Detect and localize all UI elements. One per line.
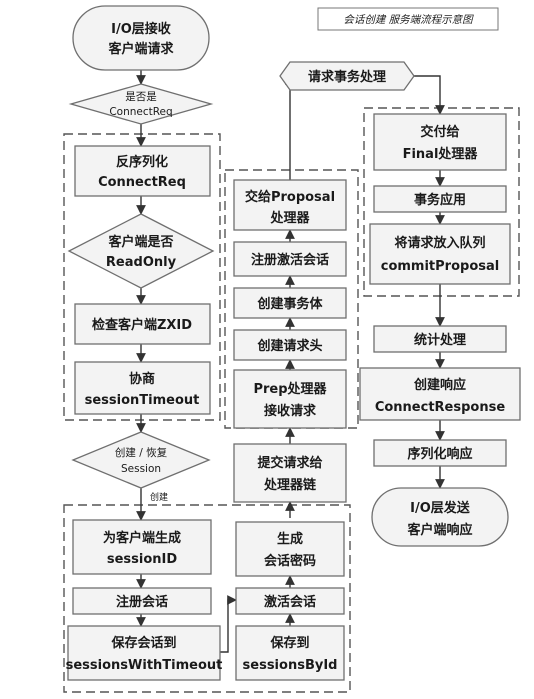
node-gen-session-id: 为客户端生成 sessionID (72, 519, 212, 575)
node-register-activate: 注册激活会话 (233, 241, 347, 277)
node-gen-password: 生成 会话密码 (235, 521, 345, 577)
node-register-session: 注册会话 (72, 587, 212, 615)
svg-text:交给Proposal: 交给Proposal (245, 189, 335, 205)
svg-text:客户端响应: 客户端响应 (407, 522, 472, 538)
node-end: I/O层发送 客户端响应 (371, 487, 509, 547)
node-readonly-decision: 客户端是否 ReadOnly (67, 213, 215, 289)
svg-text:ConnectReq: ConnectReq (98, 175, 186, 190)
svg-text:客户端请求: 客户端请求 (108, 41, 174, 57)
svg-text:I/O层接收: I/O层接收 (111, 21, 172, 37)
svg-text:sessionID: sessionID (107, 552, 178, 567)
svg-text:注册激活会话: 注册激活会话 (251, 252, 329, 268)
svg-text:检查客户端ZXID: 检查客户端ZXID (92, 317, 192, 333)
node-prep-processor: Prep处理器 接收请求 (233, 369, 347, 429)
svg-text:I/O层发送: I/O层发送 (410, 500, 471, 516)
node-create-response: 创建响应 ConnectResponse (359, 367, 521, 421)
node-serialize-response: 序列化响应 (373, 439, 507, 467)
node-queue-commit: 将请求放入队列 commitProposal (369, 223, 511, 285)
svg-text:将请求放入队列: 将请求放入队列 (394, 235, 485, 251)
svg-text:为客户端生成: 为客户端生成 (103, 530, 181, 546)
node-check-zxid: 检查客户端ZXID (74, 303, 211, 345)
svg-text:sessionTimeout: sessionTimeout (85, 393, 200, 408)
svg-text:创建事务体: 创建事务体 (256, 296, 323, 312)
svg-text:commitProposal: commitProposal (381, 259, 499, 274)
group-processor-chain (224, 169, 359, 429)
svg-text:交付给: 交付给 (420, 124, 459, 140)
node-negotiate-timeout: 协商 sessionTimeout (74, 361, 211, 415)
group-session-creation (63, 504, 351, 693)
svg-text:sessionsById: sessionsById (243, 658, 338, 673)
edge-label-create: 创建 (150, 491, 168, 503)
edges (136, 70, 445, 653)
node-is-connect-decision: 是否是 ConnectReq (68, 83, 214, 125)
svg-text:处理器: 处理器 (269, 210, 310, 226)
group-connect-handling (63, 133, 221, 421)
svg-text:激活会话: 激活会话 (264, 594, 316, 610)
svg-text:提交请求给: 提交请求给 (257, 455, 322, 471)
svg-text:请求事务处理: 请求事务处理 (308, 69, 386, 85)
svg-text:Session: Session (121, 463, 161, 475)
svg-text:ConnectReq: ConnectReq (109, 106, 172, 118)
svg-text:保存会话到: 保存会话到 (110, 635, 176, 651)
svg-text:sessionsWithTimeout: sessionsWithTimeout (66, 658, 223, 673)
node-to-proposal: 交给Proposal 处理器 (233, 179, 347, 231)
svg-text:统计处理: 统计处理 (414, 332, 466, 348)
svg-text:事务应用: 事务应用 (414, 192, 466, 208)
node-stats: 统计处理 (373, 325, 507, 353)
svg-text:序列化响应: 序列化响应 (407, 446, 472, 462)
svg-text:创建请求头: 创建请求头 (256, 338, 322, 354)
svg-text:Prep处理器: Prep处理器 (253, 381, 327, 397)
node-start: I/O层接收 客户端请求 (72, 5, 210, 71)
svg-text:反序列化: 反序列化 (116, 154, 168, 170)
svg-text:接收请求: 接收请求 (264, 403, 317, 419)
node-session-decision: 创建 / 恢复 Session (71, 431, 211, 489)
node-txn-apply: 事务应用 (373, 185, 507, 213)
node-to-final: 交付给 Final处理器 (373, 113, 507, 171)
node-create-header: 创建请求头 (233, 329, 347, 361)
node-submit-chain: 提交请求给 处理器链 (233, 443, 347, 503)
svg-text:处理器链: 处理器链 (263, 477, 317, 493)
diagram-title: 会话创建 服务端流程示意图 (317, 7, 499, 31)
svg-text:创建 / 恢复: 创建 / 恢复 (115, 446, 168, 459)
svg-text:保存到: 保存到 (269, 635, 309, 651)
svg-text:Final处理器: Final处理器 (403, 146, 479, 162)
svg-text:会话密码: 会话密码 (264, 553, 316, 569)
node-activate-session: 激活会话 (235, 587, 345, 615)
svg-text:会话创建 服务端流程示意图: 会话创建 服务端流程示意图 (343, 14, 474, 26)
node-save-timeout: 保存会话到 sessionsWithTimeout (66, 625, 223, 681)
svg-text:ReadOnly: ReadOnly (106, 255, 177, 270)
svg-text:ConnectResponse: ConnectResponse (375, 400, 506, 415)
node-deserialize: 反序列化 ConnectReq (74, 145, 211, 197)
svg-text:生成: 生成 (277, 531, 303, 547)
svg-text:注册会话: 注册会话 (116, 594, 168, 610)
svg-text:协商: 协商 (129, 371, 155, 387)
svg-text:创建响应: 创建响应 (413, 377, 466, 393)
node-txn-process: 请求事务处理 (279, 61, 415, 91)
node-create-txn: 创建事务体 (233, 287, 347, 319)
node-save-by-id: 保存到 sessionsById (235, 625, 345, 681)
svg-text:客户端是否: 客户端是否 (108, 234, 173, 250)
svg-text:是否是: 是否是 (125, 91, 157, 103)
